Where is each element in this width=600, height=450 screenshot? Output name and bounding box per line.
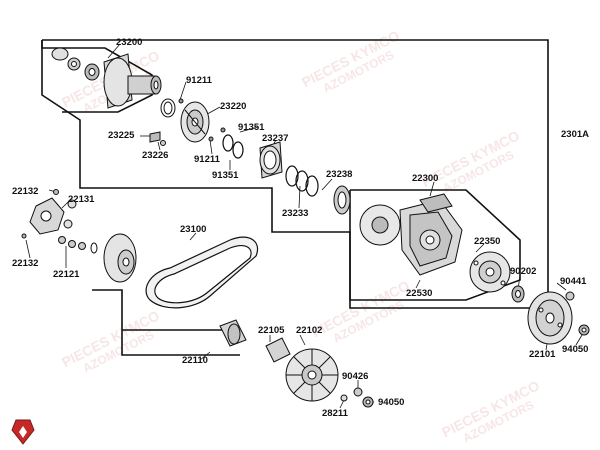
- label-part-91351: 91351: [238, 122, 265, 133]
- brand-logo: [11, 419, 35, 445]
- part-91351-orings: [222, 134, 244, 159]
- group-outlines: [41, 39, 549, 356]
- group-outline-lower: [92, 289, 240, 356]
- part-22102-fan: [285, 348, 339, 402]
- label-part-23225: 23225: [108, 130, 135, 141]
- part-22300-clutch: [359, 193, 463, 276]
- label-part-22300: 22300: [412, 173, 439, 184]
- part-22350-bell: [469, 251, 511, 293]
- label-part-23238: 23238: [326, 169, 353, 180]
- part-22101-pulley: [527, 291, 573, 345]
- label-part-22121: 22121: [53, 269, 80, 280]
- part-23233-rings: [285, 165, 319, 197]
- label-part-23100: 23100: [180, 224, 207, 235]
- label-part-22131: 22131: [68, 194, 95, 205]
- part-22121-rollers: [58, 236, 86, 250]
- label-part-22110: 22110: [182, 355, 208, 366]
- part-23238-cover: [333, 185, 351, 215]
- part-23100-belt: [145, 236, 259, 309]
- label-part-91351: 91351: [212, 170, 239, 181]
- label-part-91211: 91211: [194, 154, 220, 165]
- label-part-90202: 90202: [510, 266, 537, 277]
- part-22131-ramp-plate: [21, 189, 77, 239]
- label-part-22350: 22350: [474, 236, 501, 247]
- label-part-22132: 22132: [12, 186, 39, 197]
- part-23237-collar: [259, 141, 283, 179]
- part-90441-nut: [565, 291, 590, 336]
- label-part-28211: 28211: [322, 408, 348, 419]
- label-part-22132: 22132: [12, 258, 39, 269]
- label-part-22102: 22102: [296, 325, 323, 336]
- group-outline-main: [42, 39, 549, 308]
- group-outline-23200: [41, 40, 153, 113]
- label-part-23237: 23237: [262, 133, 289, 144]
- label-part-94050: 94050: [378, 397, 405, 408]
- label-part-90426: 90426: [342, 371, 369, 382]
- part-23200-driven-face: [51, 47, 176, 118]
- part-91211-clips: [178, 98, 226, 142]
- part-23220-face: [180, 101, 210, 143]
- label-part-23200: 23200: [116, 37, 143, 48]
- part-90426-washer: [340, 387, 374, 408]
- label-part-2301A: 2301A: [561, 129, 589, 140]
- part-22105-bushing: [219, 319, 291, 363]
- leader-lines: [25, 43, 583, 409]
- label-part-23226: 23226: [142, 150, 169, 161]
- part-23225-pins: [149, 131, 166, 146]
- label-part-22530: 22530: [406, 288, 433, 299]
- part-90202-nut: [511, 285, 525, 303]
- label-part-23220: 23220: [220, 101, 247, 112]
- label-part-22101: 22101: [529, 349, 556, 360]
- part-22110-movable-face: [90, 233, 137, 283]
- label-part-23233: 23233: [282, 208, 309, 219]
- label-part-94050: 94050: [562, 344, 589, 355]
- label-part-22105: 22105: [258, 325, 285, 336]
- label-part-90441: 90441: [560, 276, 587, 287]
- label-part-91211: 91211: [186, 75, 212, 86]
- group-outline-22300: [349, 189, 521, 301]
